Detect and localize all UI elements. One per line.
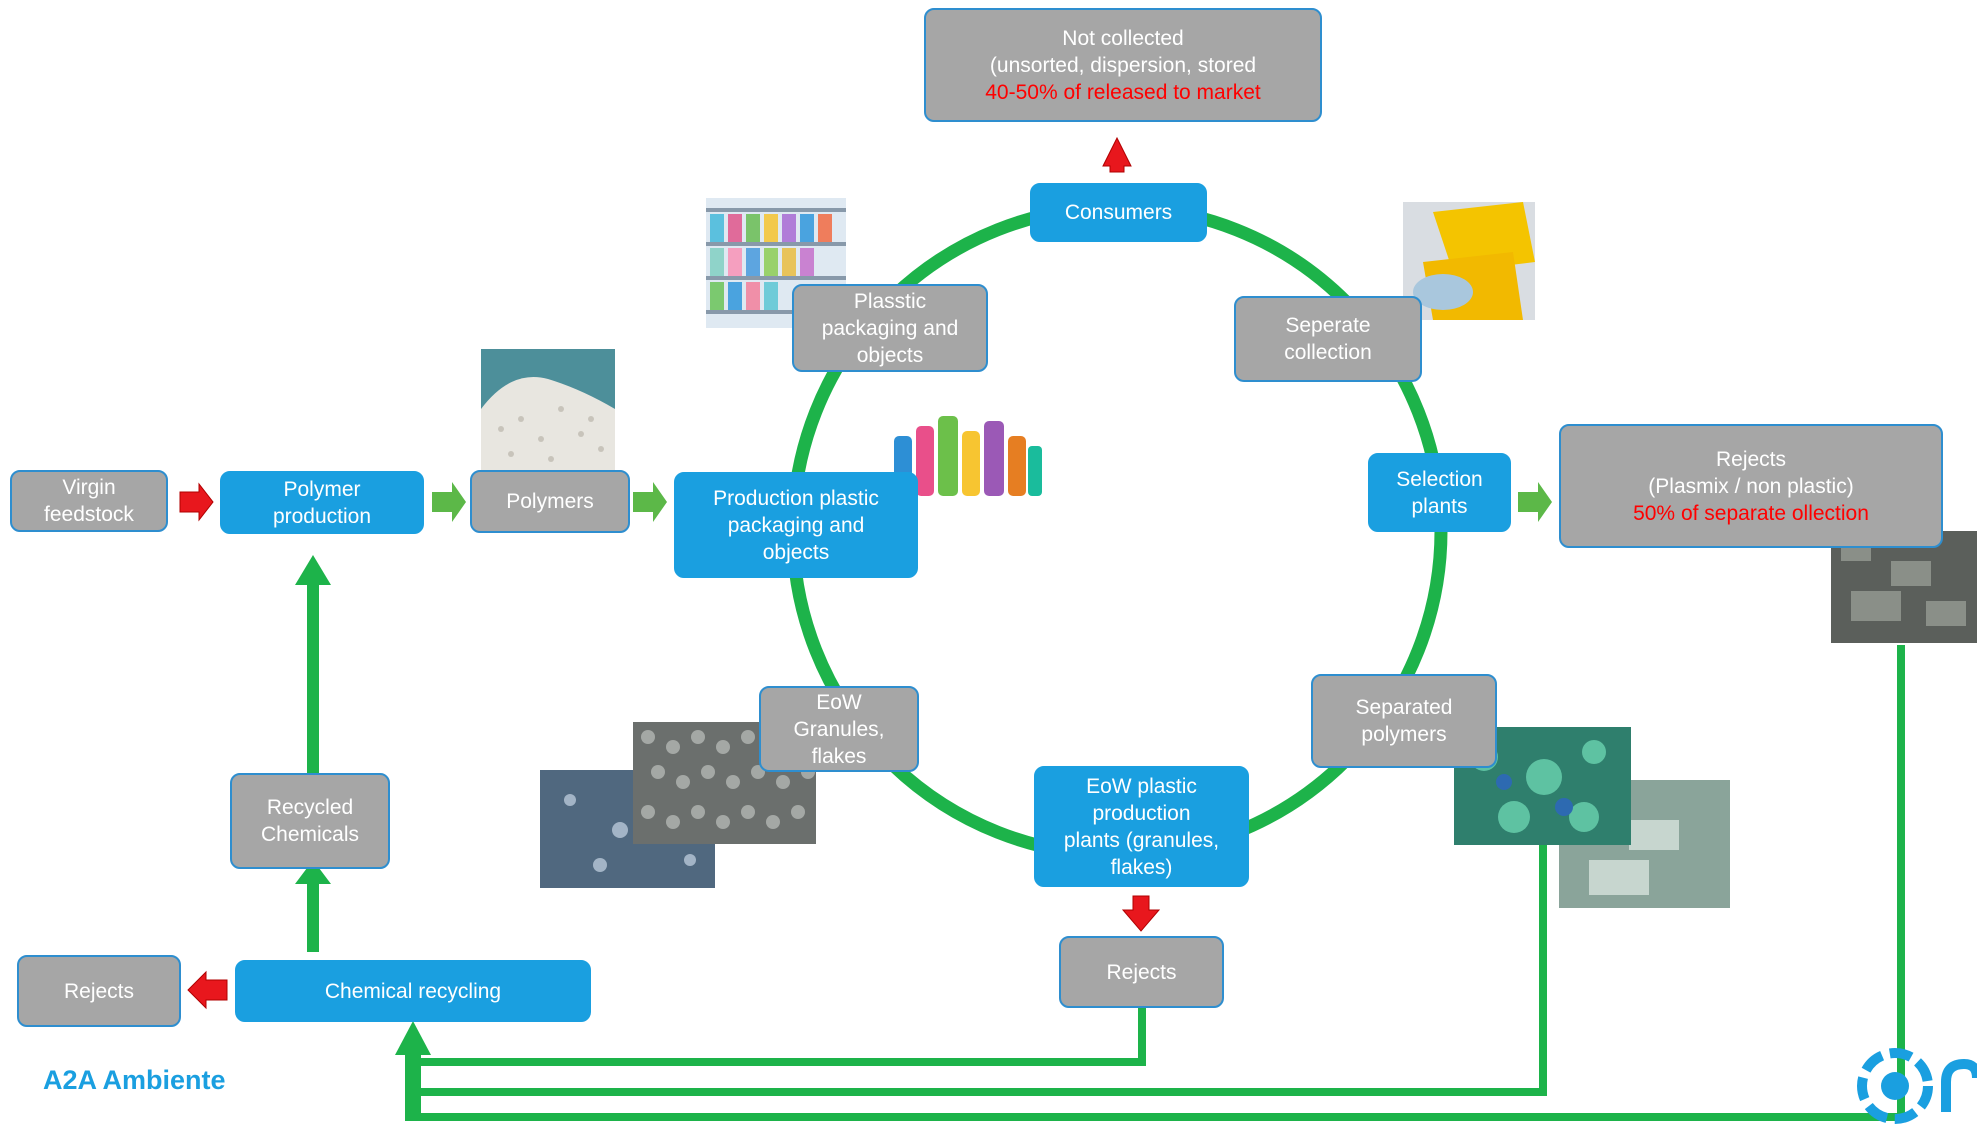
polymer-pellets-photo [481, 349, 615, 473]
polymer-production-line1: Polymer [283, 477, 361, 501]
production-plastic-line2: packaging and [727, 513, 865, 537]
rejects-chemical-label: Rejects [63, 979, 135, 1003]
selection-plants-box: Selection plants [1368, 453, 1511, 532]
yellow-recycling-bin-photo [1403, 202, 1535, 320]
chemical-recycling-label: Chemical recycling [324, 979, 502, 1003]
chemical-recycling-box: Chemical recycling [235, 960, 591, 1022]
plastic-packaging-box: Plasstic packaging and objects [792, 284, 988, 372]
production-plastic-line3: objects [762, 540, 830, 564]
not-collected-box: Not collected (unsorted, dispersion, sto… [924, 8, 1322, 122]
rejects-selection-box: Rejects (Plasmix / non plastic) 50% of s… [1559, 424, 1943, 548]
plastic-packaging-line1: Plasstic [853, 289, 927, 313]
eow-plants-line1: EoW plastic [1086, 774, 1197, 798]
selection-plants-line2: plants [1411, 494, 1468, 518]
eow-granules-box: EoW Granules, flakes [759, 686, 919, 772]
plastic-packaging-line3: objects [856, 343, 924, 367]
plastic-packaging-line2: packaging and [821, 316, 959, 340]
eow-plants-line4: flakes) [1110, 855, 1173, 879]
green-arrow-to-rejects-selection [1518, 482, 1552, 522]
eow-granules-line2: Granules, [793, 717, 885, 741]
consumers-label: Consumers [1064, 201, 1173, 224]
not-collected-title: Not collected [1062, 26, 1184, 50]
rejects-eow-label: Rejects [1106, 960, 1177, 984]
polymer-production-box: Polymer production [220, 471, 424, 534]
red-arrow-left-rejects-chemical [187, 970, 228, 1010]
arrow-up-into-chemical-recycling [395, 1021, 431, 1055]
red-arrow-down-rejects-eow [1121, 895, 1161, 932]
virgin-feedstock-box: Virgin feedstock [10, 470, 168, 532]
rejects-selection-detail: (Plasmix / non plastic) [1648, 474, 1854, 498]
not-collected-percentage: 40-50% of released to market [985, 80, 1261, 104]
polymers-label: Polymers [506, 490, 594, 513]
separate-collection-line2: collection [1284, 341, 1372, 364]
separate-collection-box: Seperate collection [1234, 296, 1422, 382]
green-arrow-to-production [633, 482, 667, 522]
selection-plants-line1: Selection [1396, 467, 1483, 491]
arrow-up-to-recycled-chemicals [295, 860, 331, 884]
green-arrow-to-polymers [432, 482, 466, 522]
consumers-box: Consumers [1030, 183, 1207, 242]
red-arrow-virgin-feedstock [179, 482, 214, 522]
virgin-feedstock-line1: Virgin [62, 476, 116, 499]
separated-polymers-box: Separated polymers [1311, 674, 1497, 768]
separated-polymers-line1: Separated [1355, 696, 1453, 719]
eow-plants-line2: production [1092, 801, 1191, 825]
production-plastic-box: Production plastic packaging and objects [674, 472, 918, 578]
not-collected-detail: (unsorted, dispersion, stored [989, 53, 1257, 77]
red-arrow-up-not-collected [1102, 136, 1132, 173]
arrow-up-to-polymer-production [295, 555, 331, 585]
eow-plants-line3: plants (granules, [1063, 828, 1220, 852]
polymers-box: Polymers [470, 470, 630, 533]
separate-collection-line1: Seperate [1285, 314, 1371, 337]
baled-plastic-photo [1831, 531, 1977, 643]
eow-granules-line3: flakes [811, 744, 867, 768]
polymer-production-line2: production [272, 504, 372, 528]
eow-granules-line1: EoW [816, 690, 862, 714]
brand-name: A2A Ambiente [43, 1065, 226, 1095]
production-plastic-line1: Production plastic [713, 486, 879, 510]
virgin-feedstock-line2: feedstock [44, 503, 134, 526]
recycled-chemicals-line1: Recycled [266, 796, 354, 819]
rejects-selection-title: Rejects [1715, 447, 1787, 471]
rejects-chemical-box: Rejects [17, 955, 181, 1027]
recycled-chemicals-line2: Chemicals [260, 823, 360, 846]
rejects-selection-percentage: 50% of separate ollection [1633, 501, 1869, 525]
separated-polymers-line2: polymers [1361, 723, 1447, 746]
recycled-chemicals-box: Recycled Chemicals [230, 773, 390, 869]
eow-plants-box: EoW plastic production plants (granules,… [1034, 766, 1249, 887]
rejects-eow-box: Rejects [1059, 936, 1224, 1008]
recycling-logo-icon [1852, 1042, 1977, 1134]
